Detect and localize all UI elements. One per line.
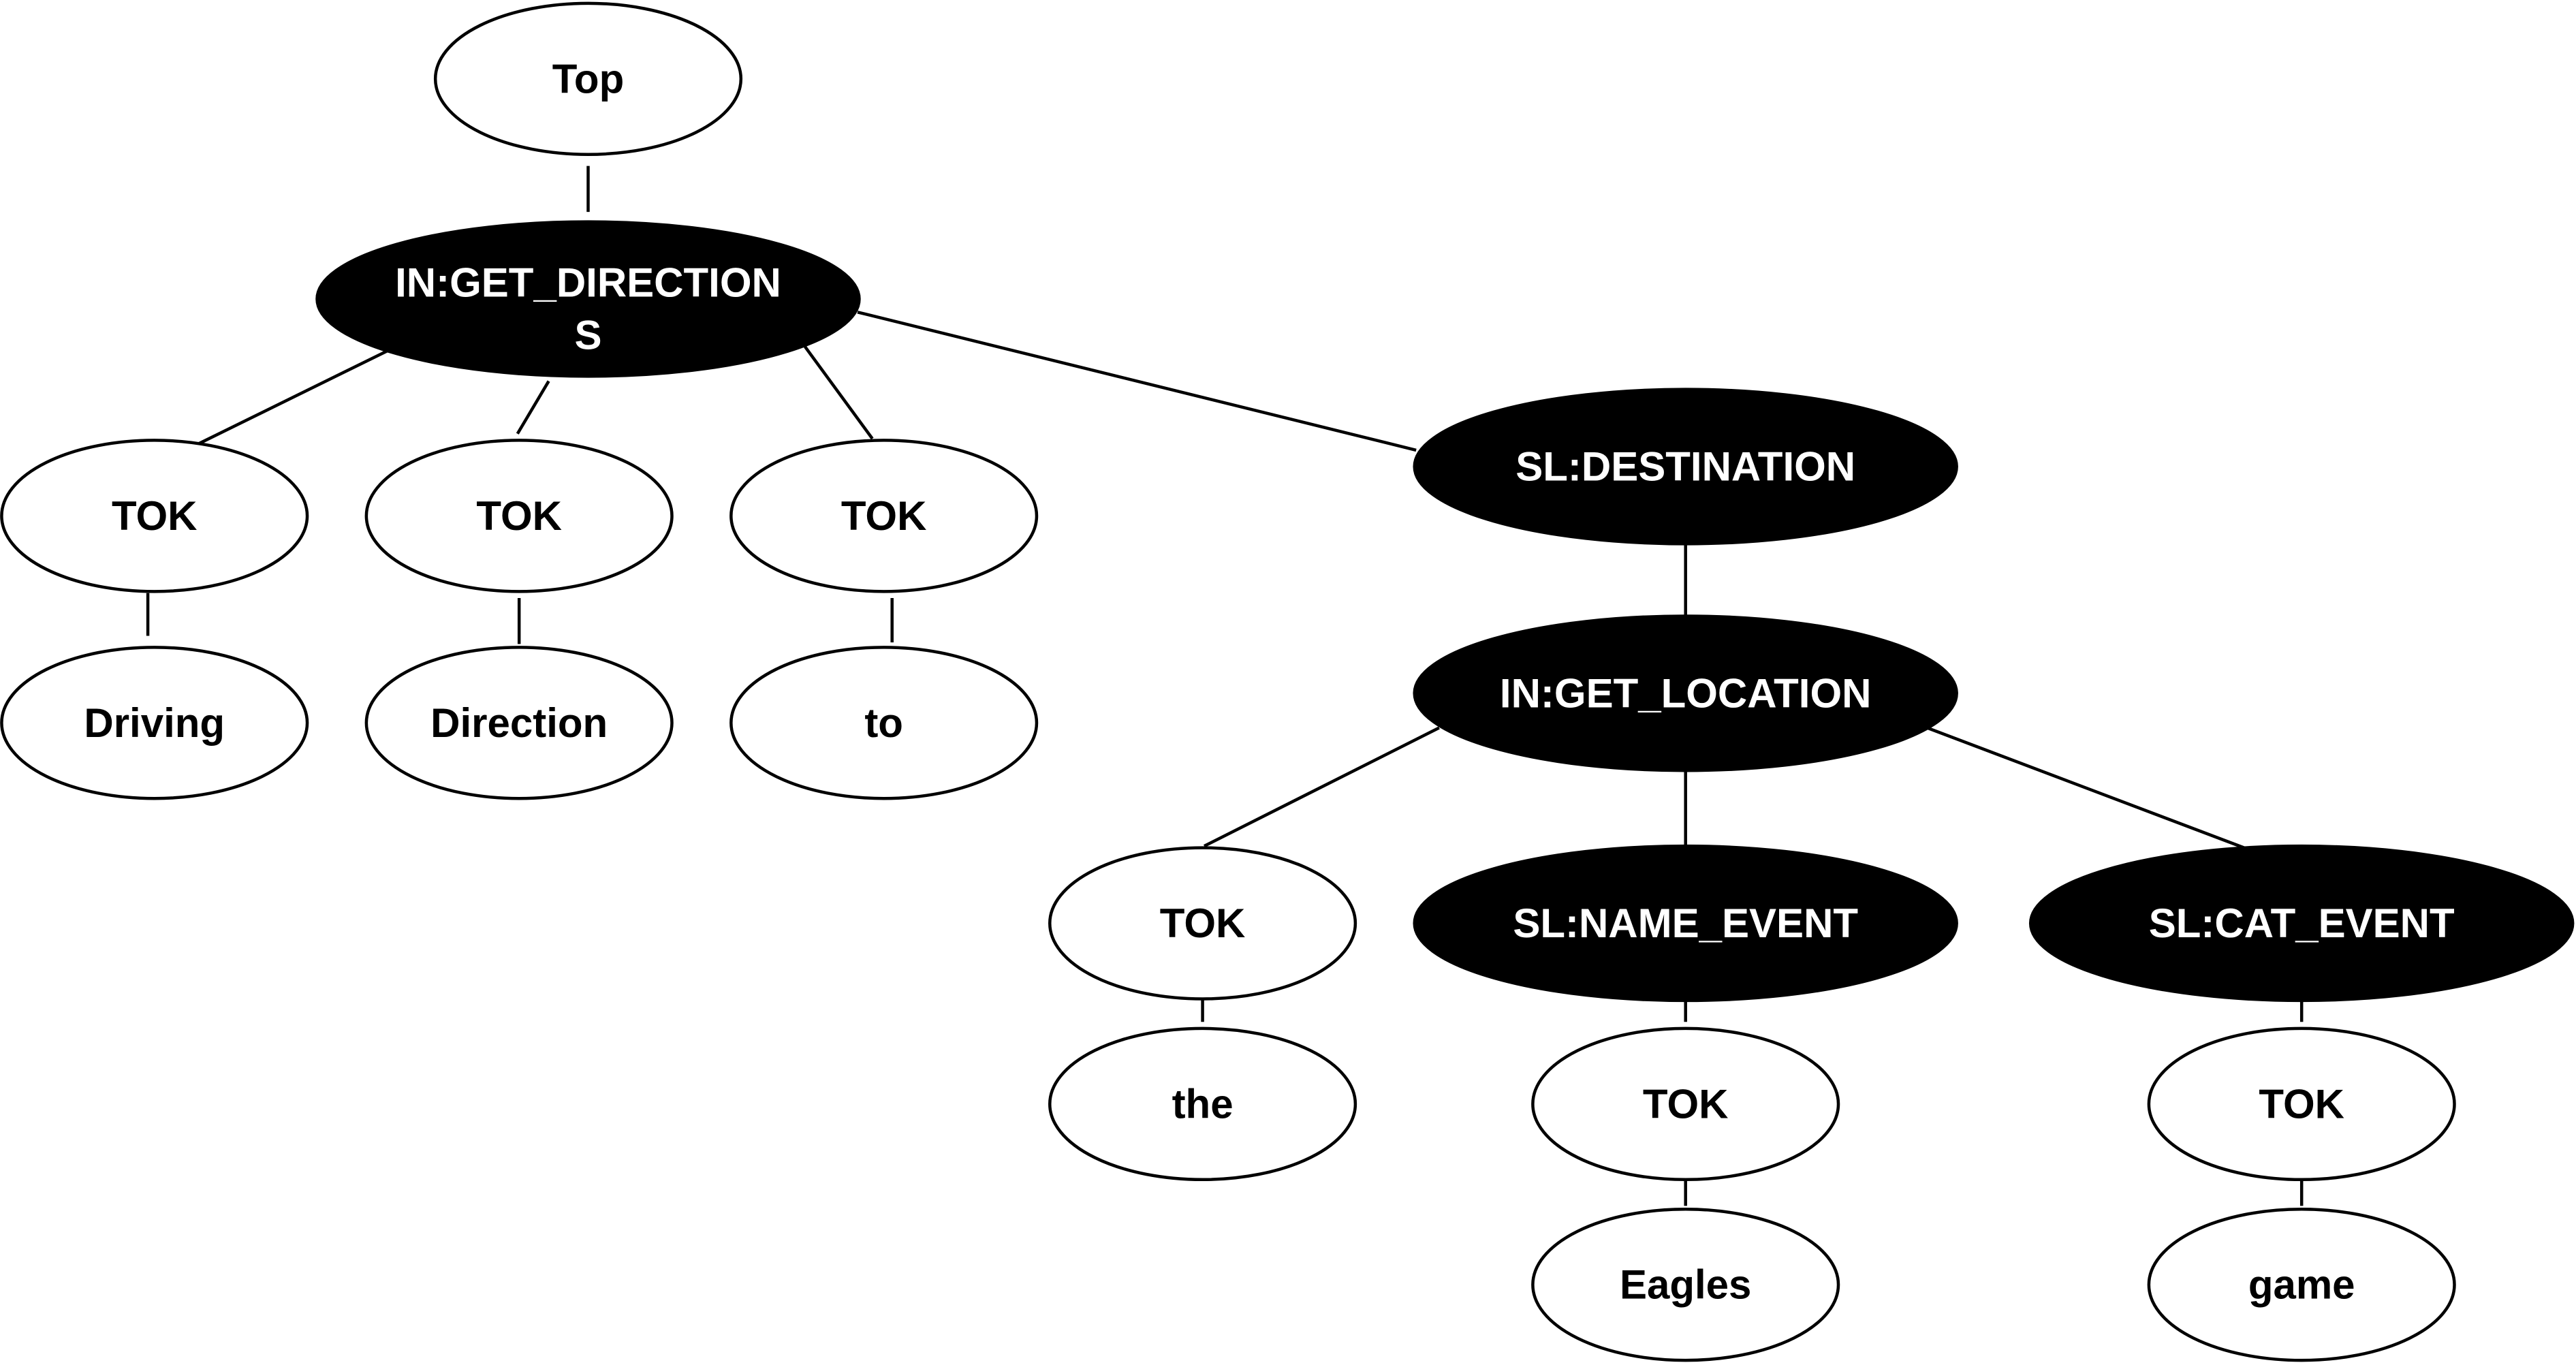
node-word-eagles: Eagles <box>1531 1207 1840 1362</box>
node-ellipse <box>729 439 1039 593</box>
node-ellipse <box>1413 614 1958 772</box>
edge-get-directions-to-tok-2 <box>516 380 550 435</box>
edge-get-location-to-tok-4 <box>1203 726 1440 848</box>
node-label: Direction <box>430 700 608 746</box>
node-label: Eagles <box>1620 1262 1751 1308</box>
node-word-to: to <box>729 646 1039 800</box>
node-tok-4: TOK <box>1048 846 1357 1001</box>
node-ellipse <box>1048 846 1357 1001</box>
node-word-the: the <box>1048 1026 1357 1182</box>
node-ellipse <box>315 220 861 378</box>
node-ellipse <box>0 646 309 800</box>
node-ellipse <box>1413 844 1958 1003</box>
node-label: TOK <box>476 493 562 539</box>
node-label: to <box>864 700 903 746</box>
node-ellipse <box>729 646 1039 800</box>
node-word-driving: Driving <box>0 646 309 800</box>
edge-get-directions-to-tok-3 <box>804 345 874 440</box>
node-tok-2: TOK <box>364 439 674 593</box>
edge-get-directions-to-destination <box>857 311 1417 452</box>
node-ellipse <box>2147 1207 2456 1362</box>
node-label: TOK <box>2259 1081 2344 1127</box>
node-tok-1: TOK <box>0 439 309 593</box>
node-name-event: SL:NAME_EVENT <box>1413 844 1958 1003</box>
node-ellipse <box>433 1 743 156</box>
node-get-directions: IN:GET_DIRECTION S <box>315 220 861 378</box>
node-label: IN:GET_DIRECTION <box>395 260 781 305</box>
node-label: SL:NAME_EVENT <box>1513 900 1858 946</box>
node-label: IN:GET_LOCATION <box>1500 670 1872 716</box>
edge-get-directions-to-tok-1 <box>191 348 390 449</box>
node-label: game <box>2248 1262 2355 1308</box>
node-label: TOK <box>1160 900 1246 946</box>
node-label: SL:DESTINATION <box>1515 444 1855 490</box>
node-top: Top <box>433 1 743 156</box>
node-word-direction: Direction <box>364 646 674 800</box>
node-get-location: IN:GET_LOCATION <box>1413 614 1958 772</box>
node-tok-5: TOK <box>1531 1026 1840 1182</box>
node-ellipse <box>364 646 674 800</box>
node-word-game: game <box>2147 1207 2456 1362</box>
node-ellipse <box>1413 388 1958 546</box>
node-destination: SL:DESTINATION <box>1413 388 1958 546</box>
node-label: the <box>1172 1081 1234 1127</box>
edges-layer <box>146 166 2304 1206</box>
node-ellipse <box>0 439 309 593</box>
node-ellipse <box>2028 844 2575 1003</box>
node-label: SL:CAT_EVENT <box>2149 900 2455 946</box>
node-label-line2: S <box>574 313 601 358</box>
node-label: TOK <box>112 493 198 539</box>
node-label: TOK <box>841 493 927 539</box>
node-ellipse <box>1531 1207 1840 1362</box>
node-label: Top <box>552 56 625 101</box>
node-ellipse <box>1048 1026 1357 1182</box>
node-ellipse <box>364 439 674 593</box>
node-tok-3: TOK <box>729 439 1039 593</box>
node-cat-event: SL:CAT_EVENT <box>2028 844 2575 1003</box>
node-ellipse <box>2147 1026 2456 1182</box>
node-ellipse <box>1531 1026 1840 1182</box>
node-label: Driving <box>84 700 225 746</box>
node-label: TOK <box>1643 1081 1729 1127</box>
edge-get-location-to-cat-event <box>1926 726 2245 849</box>
node-tok-6: TOK <box>2147 1026 2456 1182</box>
